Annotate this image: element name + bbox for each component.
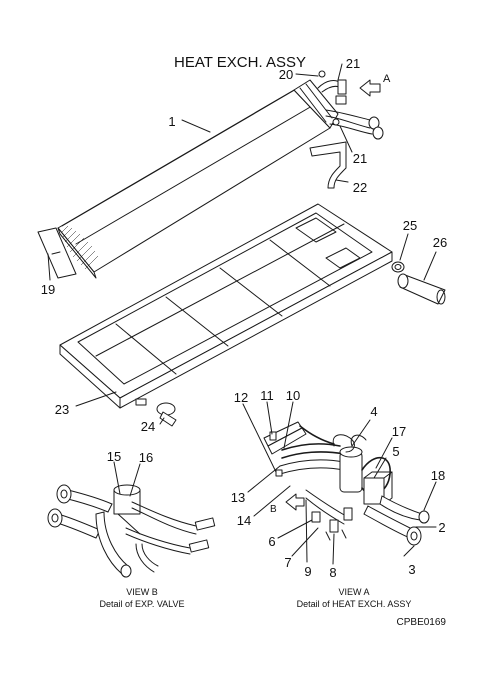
drain-hose	[397, 273, 446, 305]
callout-15: 15	[107, 449, 121, 464]
callout-11: 11	[260, 388, 274, 403]
callout-labels: 1 2 3 4 5 6 7 8 9 10 11 12 13 14 15 16 1…	[41, 56, 447, 580]
callout-3: 3	[408, 562, 415, 577]
callout-12: 12	[234, 390, 248, 405]
callout-7: 7	[284, 555, 291, 570]
callout-22: 22	[353, 180, 367, 195]
callout-13: 13	[231, 490, 245, 505]
view-b-caption-line2: Detail of EXP. VALVE	[99, 599, 184, 609]
view-b-caption-line1: VIEW B	[126, 587, 158, 597]
core-fin-hatching	[61, 225, 99, 270]
callout-26: 26	[433, 235, 447, 250]
callout-4: 4	[370, 404, 377, 419]
view-a-caption-line1: VIEW A	[338, 587, 369, 597]
callout-20: 20	[279, 67, 293, 82]
callout-9: 9	[304, 564, 311, 579]
callout-24: 24	[141, 419, 155, 434]
callout-8: 8	[329, 565, 336, 580]
top-piping	[317, 70, 384, 140]
hose-clamp	[391, 261, 405, 273]
view-a-arrow-icon	[359, 79, 381, 97]
callout-6: 6	[268, 534, 275, 549]
callout-16: 16	[139, 450, 153, 465]
callout-21-top: 21	[346, 56, 360, 71]
view-a-marker: A	[383, 73, 391, 85]
callout-21-lower: 21	[353, 151, 367, 166]
seal-strip	[37, 227, 77, 279]
callout-5: 5	[392, 444, 399, 459]
view-b-marker: B	[270, 504, 277, 515]
view-a-caption-line2: Detail of HEAT EXCH. ASSY	[297, 599, 412, 609]
diagram-title: HEAT EXCH. ASSY	[174, 54, 306, 71]
callout-10: 10	[286, 388, 300, 403]
callout-23: 23	[55, 402, 69, 417]
callout-14: 14	[237, 513, 251, 528]
callout-17: 17	[392, 424, 406, 439]
callout-18: 18	[431, 468, 445, 483]
bracket	[309, 141, 347, 189]
callout-2: 2	[438, 520, 445, 535]
callout-19: 19	[41, 282, 55, 297]
leader-lines	[47, 63, 437, 565]
screw	[156, 402, 177, 427]
view-b-detail	[47, 484, 216, 578]
drain-pan	[59, 203, 393, 409]
view-b-arrow-icon	[285, 493, 305, 511]
callout-25: 25	[403, 218, 417, 233]
callout-1: 1	[168, 114, 175, 129]
view-a-detail	[263, 421, 430, 546]
drawing-code: CPBE0169	[397, 617, 447, 628]
